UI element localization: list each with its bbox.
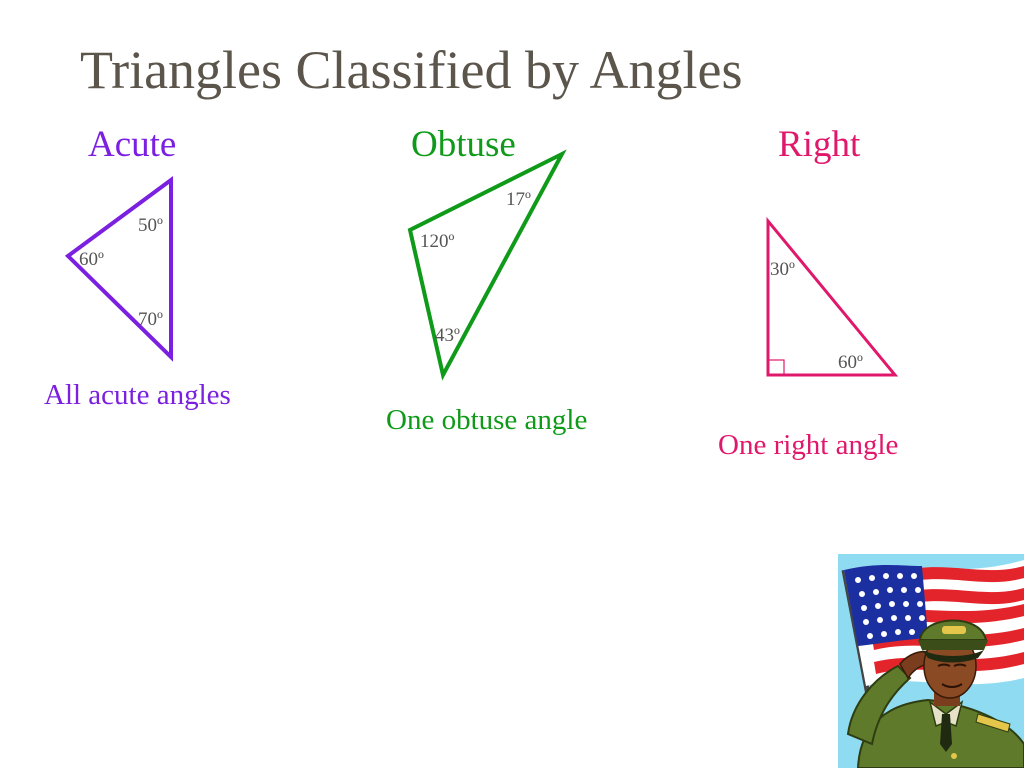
- right-heading: Right: [778, 124, 861, 165]
- acute-angle-top: 50º: [138, 215, 163, 236]
- saluting-soldier-icon: [838, 554, 1024, 768]
- slide-title: Triangles Classified by Angles: [80, 40, 743, 100]
- right-angle-top: 30º: [770, 259, 795, 280]
- obtuse-angle-bottom: 43º: [435, 325, 460, 346]
- right-triangle: [766, 216, 899, 377]
- obtuse-angle-left: 120º: [420, 231, 455, 252]
- right-angle-marker: [767, 359, 785, 376]
- acute-triangle: [64, 176, 173, 362]
- right-angle-bottom: 60º: [838, 352, 863, 373]
- obtuse-caption: One obtuse angle: [386, 404, 588, 436]
- acute-angle-left: 60º: [79, 249, 104, 270]
- acute-angle-bottom: 70º: [138, 309, 163, 330]
- right-caption: One right angle: [718, 429, 899, 461]
- obtuse-heading: Obtuse: [411, 124, 516, 165]
- acute-heading: Acute: [88, 124, 177, 165]
- obtuse-triangle: [407, 149, 567, 381]
- obtuse-angle-top: 17º: [506, 189, 531, 210]
- acute-caption: All acute angles: [44, 379, 231, 411]
